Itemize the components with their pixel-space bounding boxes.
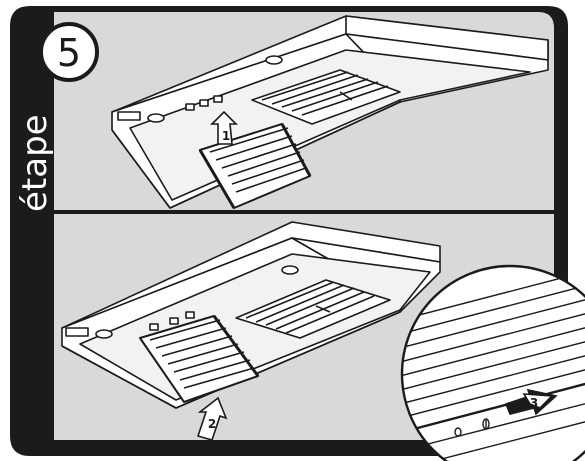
callout-label-1: 1 (222, 129, 230, 143)
step-number: 5 (57, 31, 81, 75)
callout-arrow-2: 2 (196, 396, 228, 441)
callout-arrow-1: 1 (210, 110, 238, 145)
step-word: étape (15, 114, 55, 212)
range-hood-top (111, 15, 549, 209)
callout-label-3: 3 (530, 396, 538, 410)
zoom-detail (400, 264, 585, 461)
range-hood-bottom (61, 221, 441, 409)
callout-label-2: 2 (208, 417, 216, 431)
step-badge (39, 22, 99, 82)
callout-arrow-3: 3 (504, 388, 558, 416)
